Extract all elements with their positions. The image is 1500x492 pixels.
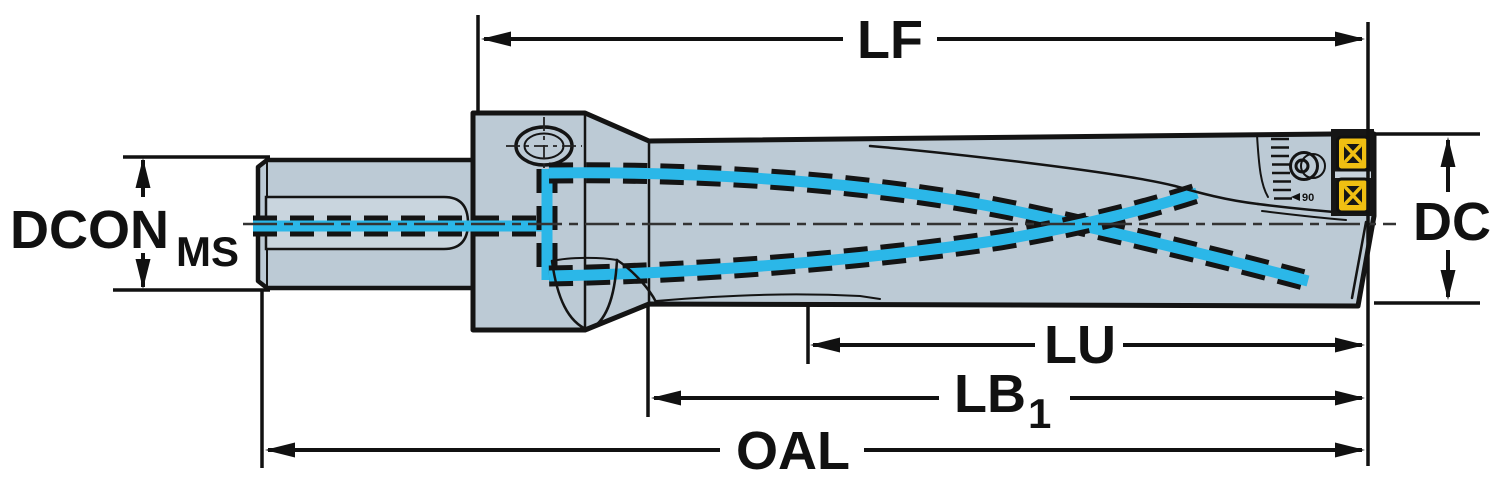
front-face-inner-edge xyxy=(1350,220,1368,300)
dimension-dc: DC xyxy=(1413,137,1491,300)
label-lf: LF xyxy=(857,10,923,70)
head-lower-edge-2 xyxy=(1261,210,1347,221)
label-dc: DC xyxy=(1413,192,1491,252)
depth-scale-ticks xyxy=(1271,137,1292,200)
marking-pointer-icon xyxy=(1291,193,1300,201)
dimension-lf: LF xyxy=(481,10,1365,70)
clamp-screw-icon xyxy=(1289,151,1319,181)
coolant-channel-helix-upper xyxy=(548,162,1311,292)
label-lb-sub: 1 xyxy=(1028,390,1051,437)
coolant-channel-helix-lower xyxy=(548,183,1201,287)
drill-body xyxy=(470,110,1377,333)
drill-head-details: 90 xyxy=(1256,134,1368,300)
dimension-lu: LU xyxy=(810,315,1365,375)
clamp-screw-rim xyxy=(1300,153,1326,179)
label-dcon: DCON xyxy=(10,200,169,260)
label-oal: OAL xyxy=(736,421,850,481)
dimension-dcon: DCON MS xyxy=(10,158,239,289)
label-lb: LB xyxy=(954,364,1026,424)
clamp-screw-center xyxy=(1294,158,1310,174)
flute-pocket xyxy=(550,256,881,332)
insert-top xyxy=(1336,135,1370,172)
label-lu: LU xyxy=(1044,315,1116,375)
flute-edge-line xyxy=(868,144,1260,206)
engraved-marking: 90 xyxy=(1302,192,1314,204)
dimension-lb1: LB 1 xyxy=(651,364,1365,437)
insert-bottom xyxy=(1336,177,1370,214)
head-face-edge xyxy=(1256,134,1269,198)
dimension-oal: OAL xyxy=(265,421,1365,481)
label-dcon-sub: MS xyxy=(176,228,239,275)
